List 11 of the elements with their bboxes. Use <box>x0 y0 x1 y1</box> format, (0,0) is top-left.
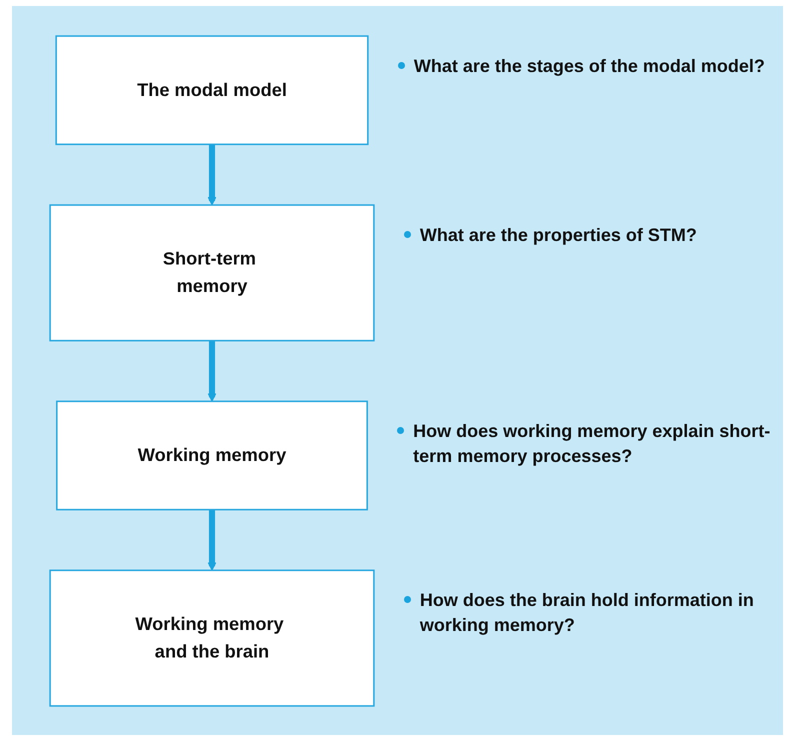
node-box: The modal model <box>55 35 369 146</box>
arrow <box>208 510 216 571</box>
question-text: How does the brain hold information in working memory? <box>420 590 754 635</box>
node-box: Working memory and the brain <box>49 570 375 707</box>
question-text: What are the properties of STM? <box>420 225 697 246</box>
arrow <box>208 144 216 206</box>
arrow <box>208 340 216 402</box>
question-text: What are the stages of the modal model? <box>414 56 765 76</box>
node-box: Working memory <box>56 400 368 510</box>
question-text: How does working memory explain short-term memory processes? <box>413 421 770 466</box>
node-box: Short-term memory <box>49 204 375 342</box>
